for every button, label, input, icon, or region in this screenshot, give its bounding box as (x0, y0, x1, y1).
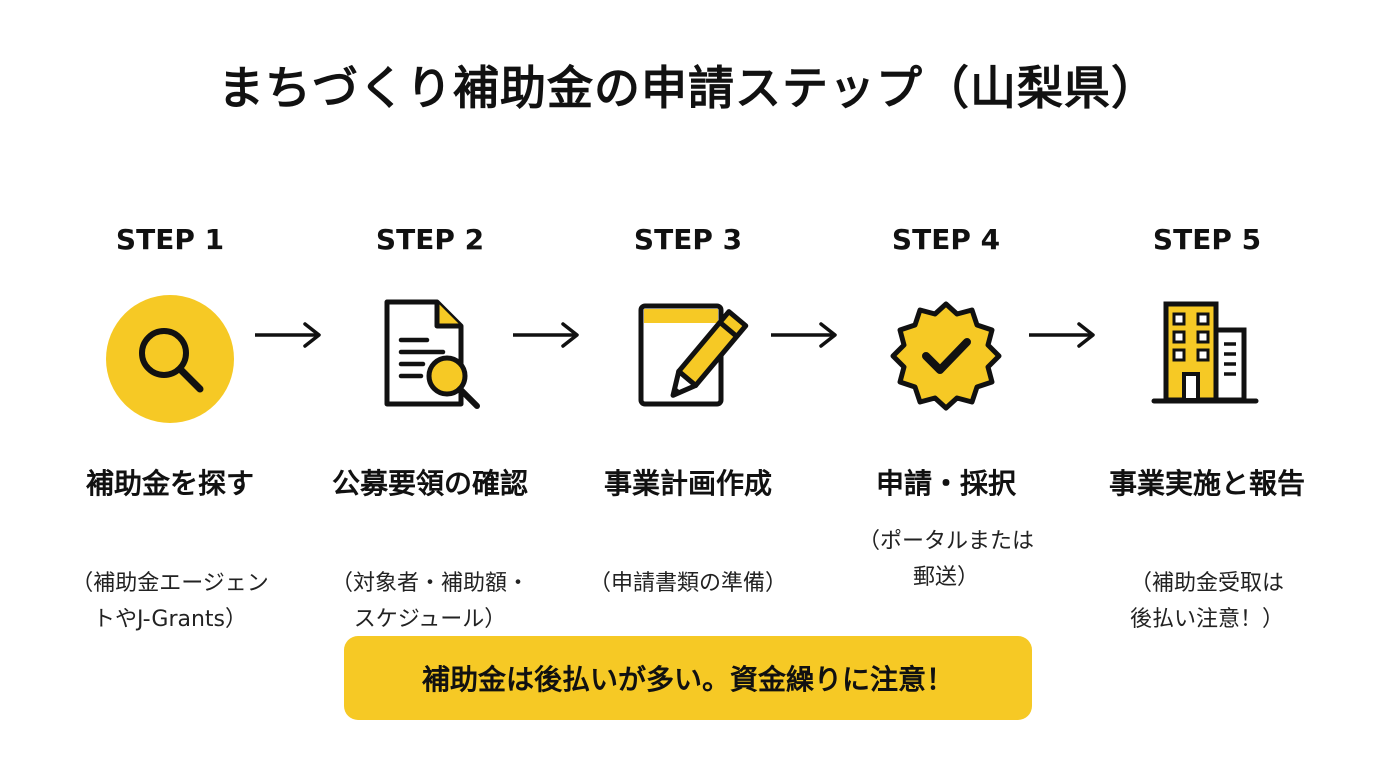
step-4: STEP 4 申請・採択 （ポータルまたは 郵送） (826, 220, 1066, 596)
step-1: STEP 1 補助金を探す （補助金エージェン トやJ-Grants） (50, 220, 290, 638)
arrow-right-icon (511, 320, 581, 350)
step-note-line: 後払い注意！） (1129, 607, 1284, 632)
warning-banner: 補助金は後払いが多い。資金繰りに注意！ (344, 636, 1032, 720)
step-note: （対象者・補助額・ スケジュール） (310, 566, 550, 638)
step-name: 申請・採択 (875, 467, 1016, 500)
arrow-right-icon (1027, 320, 1097, 350)
page-title: まちづくり補助金の申請ステップ（山梨県） (218, 61, 1158, 115)
step-note-line: （申請書類の準備） (588, 571, 787, 596)
step-label: STEP 4 (891, 223, 1001, 256)
step-name: 事業計画作成 (603, 467, 772, 500)
step-name: 事業実施と報告 (1108, 467, 1305, 500)
pencil-notepad-icon (623, 294, 753, 424)
step-2: STEP 2 公募要領の確認 （対象者・補助額・ スケジュール） (310, 220, 550, 638)
step-label: STEP 3 (633, 223, 743, 256)
step-note-line: （ポータルまたは (857, 529, 1034, 554)
document-search-icon (365, 294, 495, 424)
step-note-line: 郵送） (912, 565, 979, 590)
step-label: STEP 5 (1152, 223, 1262, 256)
arrow-right-icon (769, 320, 839, 350)
badge-check-icon (881, 294, 1011, 424)
step-note: （ポータルまたは 郵送） (826, 524, 1066, 596)
step-note: （補助金エージェン トやJ-Grants） (50, 566, 290, 638)
step-note-line: （補助金エージェン (71, 571, 269, 596)
step-label: STEP 2 (375, 223, 485, 256)
step-name: 補助金を探す (85, 467, 254, 500)
step-5: STEP 5 事業実施と報告 （補助金受取は 後払い注意！） (1087, 220, 1327, 638)
search-icon (105, 294, 235, 424)
step-note-line: （補助金受取は (1129, 571, 1284, 596)
step-note: （補助金受取は 後払い注意！） (1087, 566, 1327, 638)
arrow-right-icon (253, 320, 323, 350)
step-note: （申請書類の準備） (568, 566, 808, 602)
step-note-line: トやJ-Grants） (92, 607, 248, 632)
step-label: STEP 1 (115, 223, 225, 256)
step-note-line: （対象者・補助額・ (330, 571, 529, 596)
step-name: 公募要領の確認 (331, 467, 528, 500)
step-3: STEP 3 事業計画作成 （申請書類の準備） (568, 220, 808, 602)
step-note-line: スケジュール） (353, 607, 507, 632)
building-icon (1142, 294, 1272, 424)
